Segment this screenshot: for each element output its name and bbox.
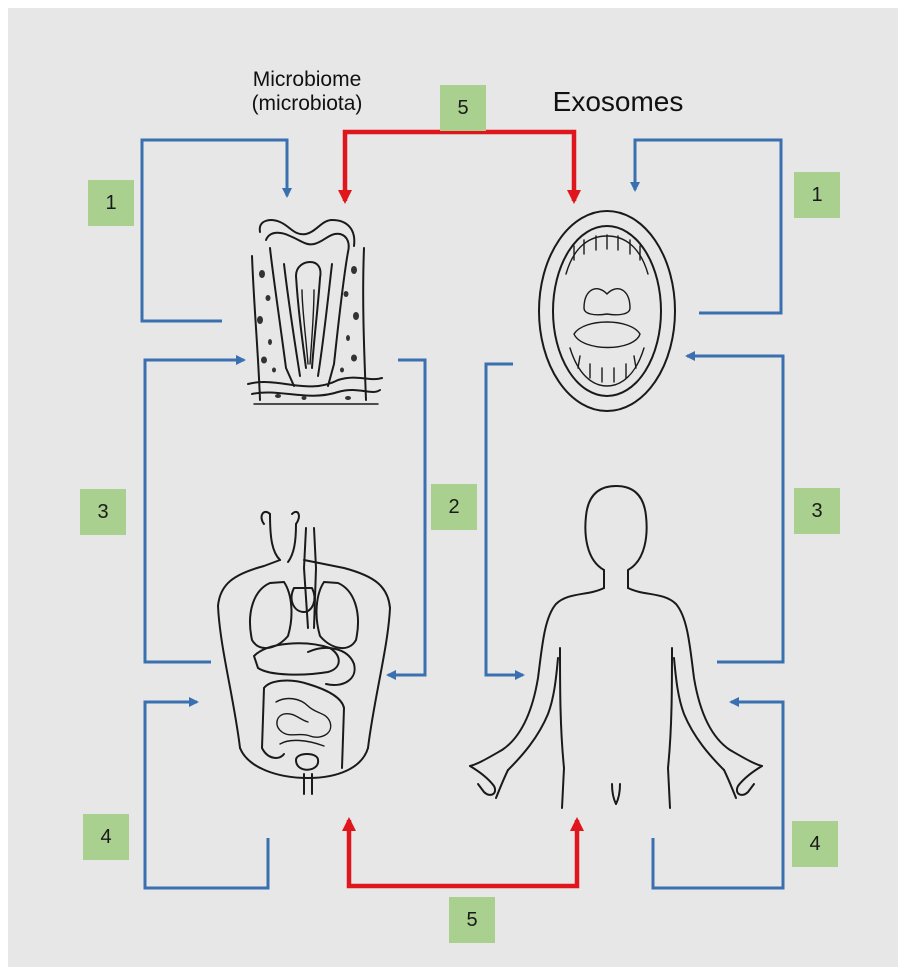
- arrow-1-right: [635, 140, 781, 313]
- arrow-1-left: [142, 140, 287, 321]
- arrow-4-right: [653, 702, 783, 888]
- badge-1-left: 1: [88, 180, 134, 226]
- badge-2: 2: [431, 484, 477, 530]
- badge-5-bottom: 5: [449, 897, 495, 943]
- arrow-3-left: [145, 360, 244, 662]
- exosomes-label: Exosomes: [538, 86, 698, 118]
- badge-3-right: 3: [794, 488, 840, 534]
- tooth-icon: [248, 220, 382, 404]
- arrow-2: [388, 360, 425, 675]
- badge-5-top: 5: [440, 85, 486, 131]
- arrow-3-right: [687, 356, 783, 662]
- arrow-5-bottom: [349, 820, 463, 886]
- arrow-5-top: [345, 132, 460, 201]
- badge-1-right: 1: [794, 172, 840, 218]
- badge-4-right: 4: [792, 821, 838, 867]
- arrow-4-left: [145, 702, 268, 888]
- arrow-5-bottom-right: [463, 820, 577, 886]
- microbiome-label: Microbiome (microbiota): [222, 68, 392, 116]
- arrow-2-right: [486, 364, 523, 675]
- open-mouth-icon: [539, 211, 675, 411]
- diagram-panel: Microbiome (microbiota) Exosomes 5 1 1 2…: [8, 8, 898, 967]
- internal-organs-icon: [218, 512, 390, 794]
- badge-3-left: 3: [80, 489, 126, 535]
- arrow-5-top-right: [460, 132, 574, 201]
- human-body-icon: [470, 486, 762, 808]
- badge-4-left: 4: [83, 814, 129, 860]
